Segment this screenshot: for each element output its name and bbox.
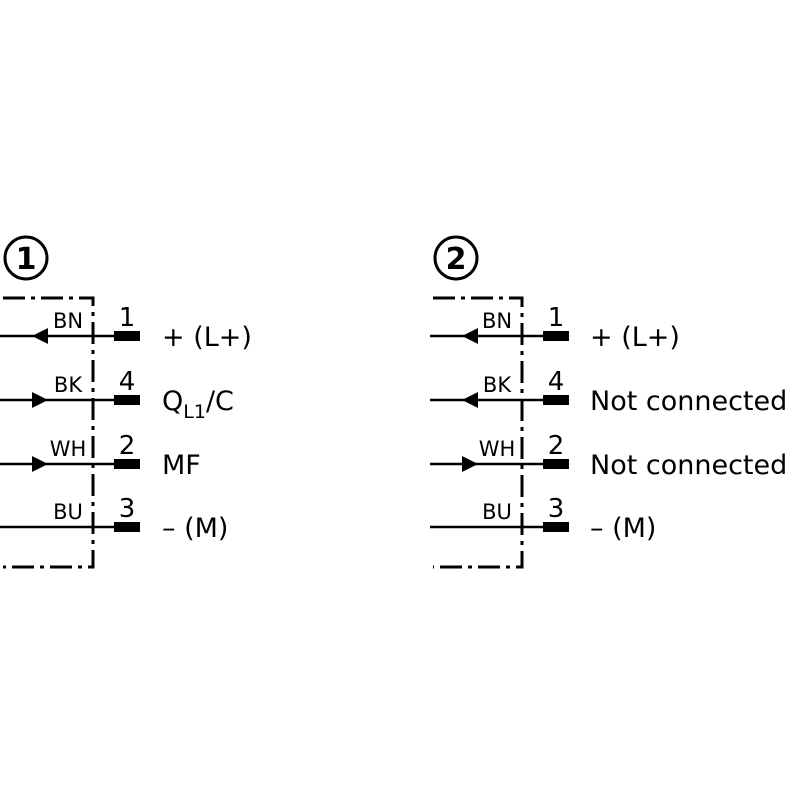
function-subscript: L1 [183,401,206,423]
pin-function-label: MF [162,450,201,481]
diagram-badge: 1 [3,235,49,281]
badge-circle [433,235,479,281]
pin-contact [114,395,140,405]
badge-number: 2 [446,242,467,277]
pin-contact [114,459,140,469]
diagram-badge: 2 [433,235,479,281]
wire-color-label: WH [50,437,87,461]
arrow-left-icon [32,328,48,344]
function-main: + (L+) [162,322,252,353]
pin-number: 1 [119,303,136,333]
pin-function-label: Not connected [590,386,787,417]
housing-outline [433,296,524,569]
arrow-right-icon [32,392,48,408]
arrow-left-icon [462,328,478,344]
badge-number: 1 [16,242,37,277]
pin-contact [543,459,569,469]
wire-color-label: WH [479,437,516,461]
pin-function-label: QL1/C [162,386,234,423]
pin-contact [543,395,569,405]
housing-outline [3,296,95,569]
function-suffix: /C [206,386,234,417]
pin-number: 3 [119,494,136,524]
pin-number: 2 [119,431,136,461]
wire-color-label: BU [482,500,512,524]
wire-color-label: BK [54,373,83,397]
pin-number: 3 [548,494,565,524]
pin-number: 1 [548,303,565,333]
pin-number: 4 [548,367,565,397]
pin-function-label: + (L+) [590,322,680,353]
pin-contact [114,522,140,532]
pin-function-label: Not connected [590,450,787,481]
wire-color-label: BU [53,500,83,524]
function-main: MF [162,450,201,481]
function-main: Not connected [590,450,787,481]
pin-contact [114,331,140,341]
pin-row: BU 3 – (M) [430,494,656,544]
function-main: + (L+) [590,322,680,353]
pin-contact [543,522,569,532]
pin-contact [543,331,569,341]
wire-color-label: BK [483,373,512,397]
pin-number: 2 [548,431,565,461]
pin-function-label: – (M) [162,513,228,544]
pin-function-label: + (L+) [162,322,252,353]
wire-color-label: BN [482,309,512,333]
pin-row: BN 1 + (L+) [0,303,252,353]
wire-color-label: BN [53,309,83,333]
arrow-right-icon [462,456,478,472]
function-main: – (M) [590,513,656,544]
badge-circle [3,235,49,281]
function-main: – (M) [162,513,228,544]
arrow-left-icon [462,392,478,408]
function-main: Q [162,386,183,417]
pin-row: BN 1 + (L+) [430,303,680,353]
pin-row: BU 3 – (M) [0,494,228,544]
pin-number: 4 [119,367,136,397]
function-main: Not connected [590,386,787,417]
pin-row: WH 2MF [0,431,201,481]
arrow-right-icon [32,456,48,472]
pin-function-label: – (M) [590,513,656,544]
